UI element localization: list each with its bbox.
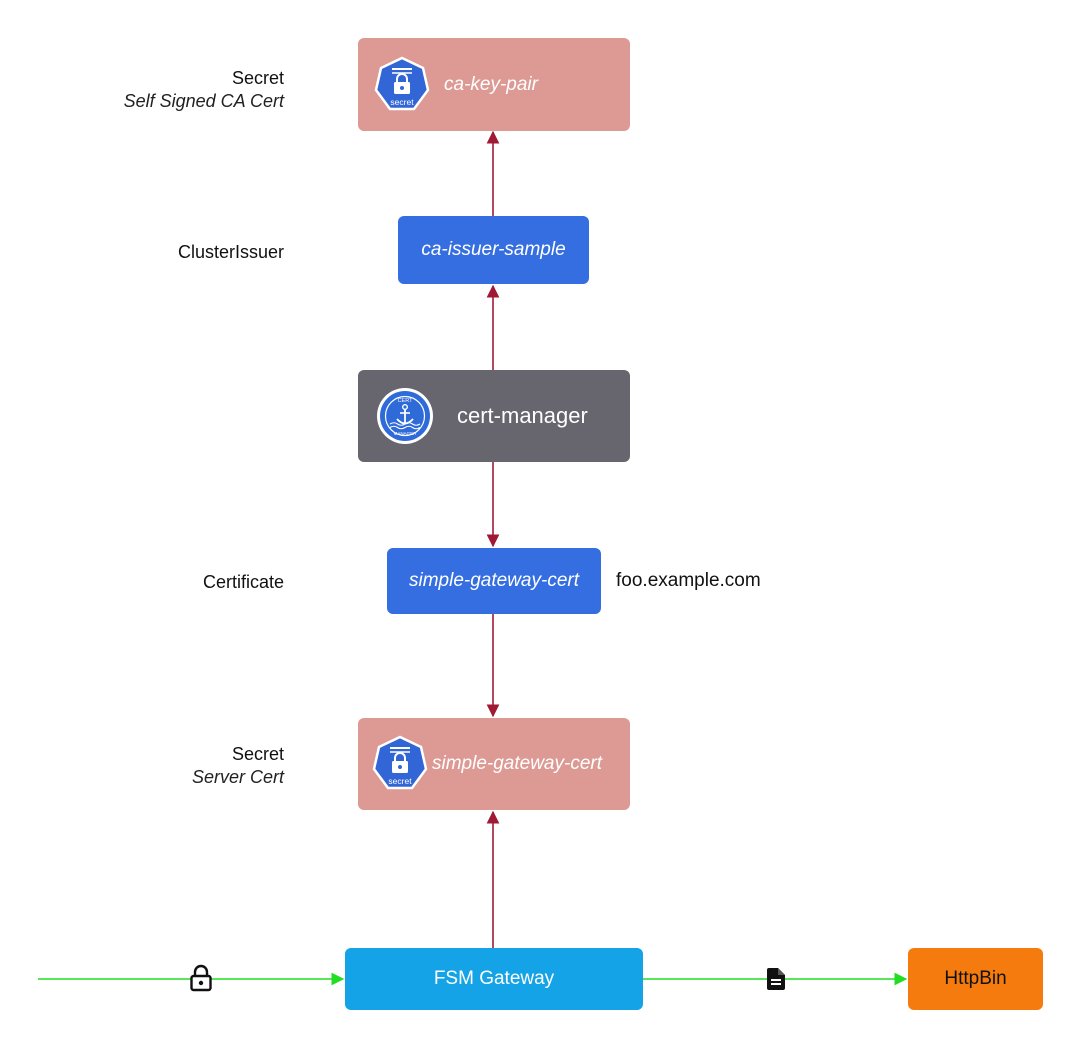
node-label: simple-gateway-cert bbox=[432, 753, 602, 774]
node-cert-manager[interactable]: CERT MANAGER cert-manager bbox=[358, 370, 630, 462]
document-icon bbox=[767, 968, 785, 990]
node-label: FSM Gateway bbox=[433, 968, 555, 989]
side-label-certificate: Certificate bbox=[203, 571, 284, 594]
node-certificate[interactable]: simple-gateway-cert bbox=[387, 548, 601, 614]
node-fsm-gateway[interactable]: FSM Gateway bbox=[345, 948, 643, 1010]
node-label: cert-manager bbox=[457, 403, 588, 428]
secret-icon-text: secret bbox=[388, 776, 412, 786]
node-ca-issuer-sample[interactable]: ca-issuer-sample bbox=[398, 216, 589, 284]
side-label-title: Secret bbox=[231, 68, 284, 88]
side-label-subtitle: Server Cert bbox=[191, 767, 284, 787]
node-label: HttpBin bbox=[944, 968, 1007, 989]
node-label: ca-key-pair bbox=[444, 73, 538, 95]
side-label-cluster-issuer: ClusterIssuer bbox=[178, 241, 284, 264]
node-label: simple-gateway-cert bbox=[409, 570, 579, 591]
side-label-title: Certificate bbox=[202, 572, 284, 592]
side-label-subtitle: Self Signed CA Cert bbox=[123, 91, 284, 111]
side-label-server-secret: Secret Server Cert bbox=[192, 743, 284, 789]
side-label-title: Secret bbox=[231, 744, 284, 764]
node-label: ca-issuer-sample bbox=[421, 239, 566, 260]
side-label-ca-secret: Secret Self Signed CA Cert bbox=[124, 67, 284, 113]
secret-icon-text: secret bbox=[390, 97, 414, 107]
node-server-secret[interactable]: secret simple-gateway-cert bbox=[358, 718, 630, 810]
cert-manager-icon-text-top: CERT bbox=[398, 398, 414, 404]
node-httpbin[interactable]: HttpBin bbox=[908, 948, 1043, 1010]
side-label-title: ClusterIssuer bbox=[177, 242, 284, 262]
cert-manager-icon: CERT MANAGER bbox=[377, 388, 433, 444]
secret-icon: secret bbox=[374, 56, 430, 110]
secret-icon: secret bbox=[372, 735, 428, 790]
lock-icon bbox=[190, 964, 212, 992]
cert-manager-icon-text-bottom: MANAGER bbox=[394, 431, 418, 436]
certificate-domain: foo.example.com bbox=[616, 570, 761, 591]
node-ca-key-pair[interactable]: secret ca-key-pair bbox=[358, 38, 630, 131]
